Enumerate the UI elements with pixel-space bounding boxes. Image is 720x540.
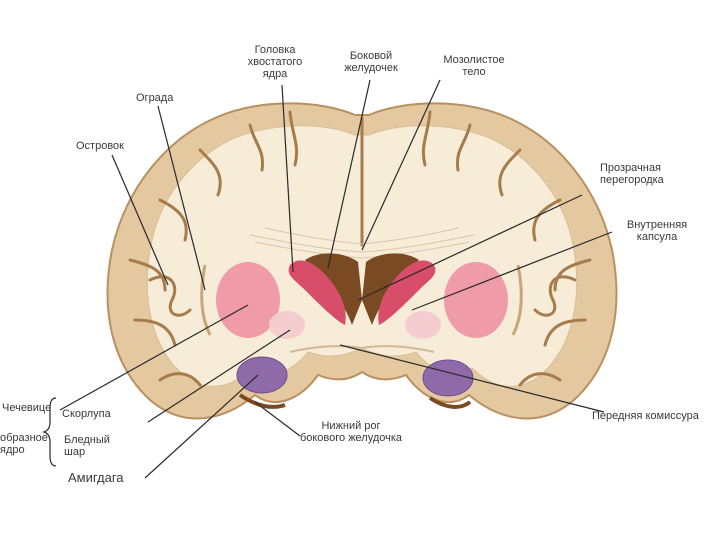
label-claustrum: Ограда [136,92,173,104]
label-amygdala: Амигдага [68,471,124,485]
label-septum: Прозрачная перегородка [600,162,664,186]
label-anterior-commissure: Передняя комиссура [592,410,718,422]
globus-pallidus-right [405,311,441,339]
label-internal-capsule: Внутренняя капсула [612,219,702,243]
label-insula: Островок [76,140,124,152]
label-lentiform-2: образное ядро [0,432,48,456]
label-corpus-callosum: Мозолистое тело [434,54,514,78]
putamen-right [444,262,508,338]
label-caudate-head: Головка хвостатого ядра [240,44,310,80]
label-lateral-ventricle: Боковой желудочек [334,50,408,74]
label-inferior-horn: Нижний рог бокового желудочка [286,420,416,444]
globus-pallidus-left [269,311,305,339]
amygdala-right [423,360,473,396]
label-globus-pallidus: Бледный шар [64,434,110,458]
label-lentiform-1: Чечевице [2,402,51,414]
label-putamen: Скорлупа [62,408,111,420]
